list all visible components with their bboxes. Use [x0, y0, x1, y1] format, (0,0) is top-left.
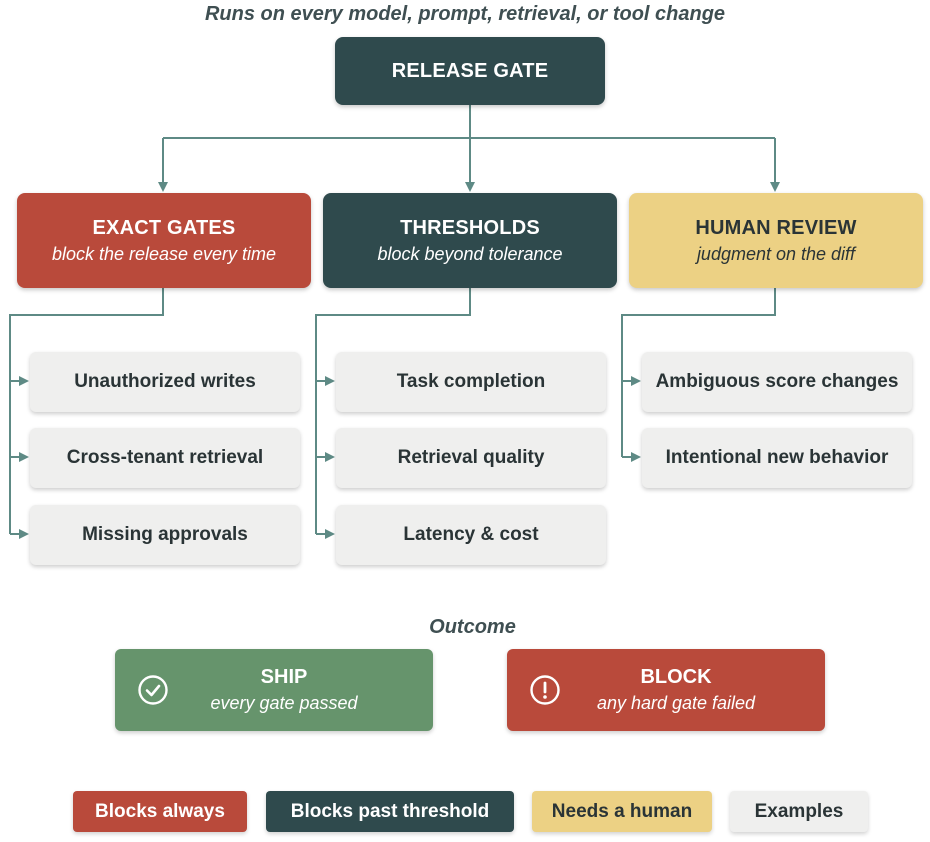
ship-title: SHIP [260, 666, 308, 688]
human-review-title: HUMAN REVIEW [695, 216, 857, 239]
exact-gates-subtitle: block the release every time [51, 243, 277, 264]
thresholds-title: THRESHOLDS [400, 216, 540, 239]
release-gate-node: RELEASE GATE [335, 37, 605, 105]
example-task-completion: Task completion [336, 352, 606, 412]
legend-blocks-past-threshold: Blocks past threshold [266, 791, 514, 832]
alert-circle-icon [530, 675, 560, 705]
release-gate-label: RELEASE GATE [391, 59, 549, 82]
block-outcome: BLOCK any hard gate failed [507, 649, 825, 731]
block-subtitle: any hard gate failed [596, 693, 756, 713]
exact-gates-title: EXACT GATES [92, 216, 236, 239]
ship-outcome: SHIP every gate passed [115, 649, 433, 731]
thresholds-subtitle: block beyond tolerance [377, 243, 563, 264]
legend-needs-a-human: Needs a human [532, 791, 712, 832]
exact-gates-trunk [9, 288, 164, 534]
example-intentional-new-behavior: Intentional new behavior [642, 428, 912, 488]
check-circle-icon [138, 675, 168, 705]
legend-blocks-always: Blocks always [73, 791, 247, 832]
example-missing-approvals: Missing approvals [30, 505, 300, 565]
exact-gates-node: EXACT GATES block the release every time [17, 193, 311, 288]
example-latency-cost: Latency & cost [336, 505, 606, 565]
human-review-node: HUMAN REVIEW judgment on the diff [629, 193, 923, 288]
thresholds-node: THRESHOLDS block beyond tolerance [323, 193, 617, 288]
ship-subtitle: every gate passed [210, 693, 358, 713]
example-unauthorized-writes: Unauthorized writes [30, 352, 300, 412]
human-review-trunk [621, 288, 776, 457]
outcome-heading: Outcome [429, 616, 516, 638]
thresholds-trunk [315, 288, 471, 534]
example-retrieval-quality: Retrieval quality [336, 428, 606, 488]
block-title: BLOCK [640, 666, 712, 688]
example-ambiguous-score-changes: Ambiguous score changes [642, 352, 912, 412]
human-review-subtitle: judgment on the diff [696, 243, 856, 264]
example-cross-tenant-retrieval: Cross-tenant retrieval [30, 428, 300, 488]
legend-examples: Examples [730, 791, 868, 832]
diagram-caption: Runs on every model, prompt, retrieval, … [204, 3, 726, 25]
